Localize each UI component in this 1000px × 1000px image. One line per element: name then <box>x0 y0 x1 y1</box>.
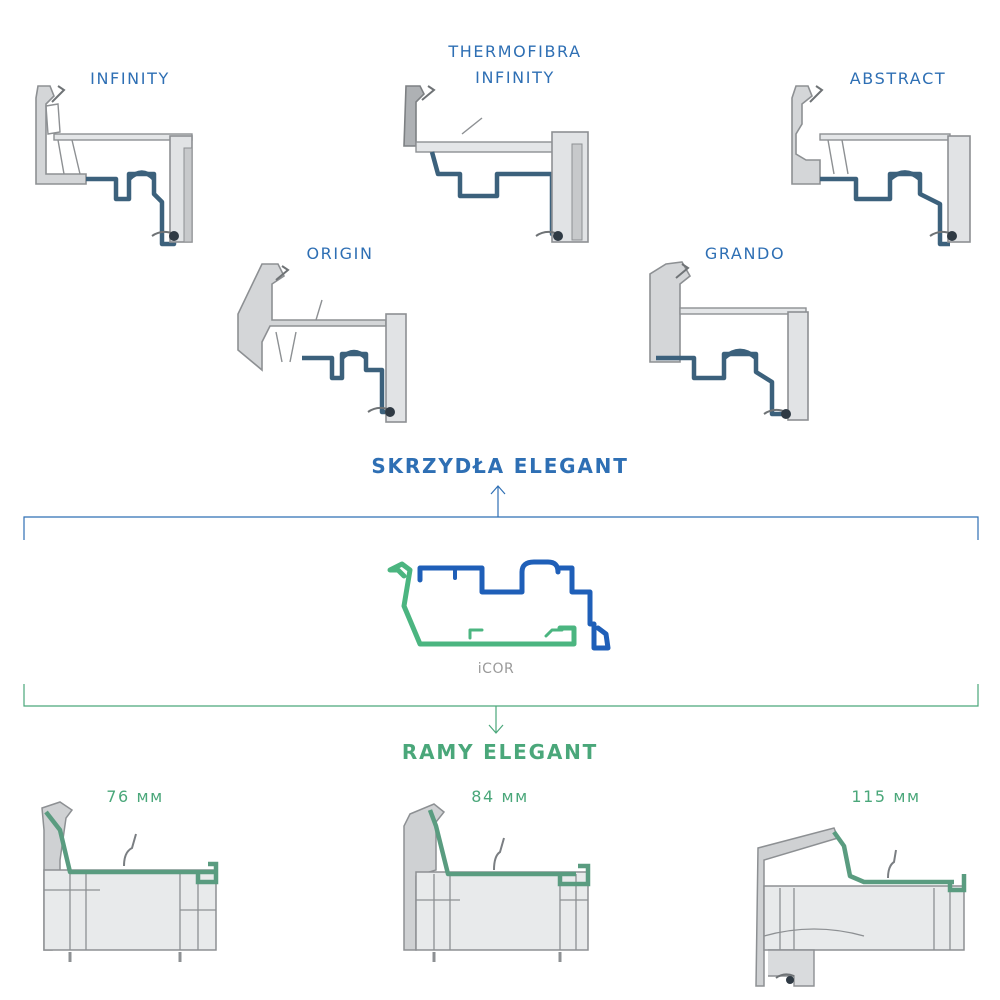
sash-title: SKRZYDŁA ELEGANT <box>371 454 629 478</box>
label-thermofibra: THERMOFIBRA <box>448 42 582 61</box>
label-infinity: INFINITY <box>90 69 170 88</box>
label-grando: GRANDO <box>704 244 786 263</box>
label-abstract: ABSTRACT <box>849 69 947 88</box>
profile-frame-84 <box>403 803 591 962</box>
profile-frame-76 <box>41 801 219 962</box>
core-label: iCOR <box>477 661 515 677</box>
profile-thermofibra-infinity <box>403 85 589 243</box>
icor-core-profile <box>387 559 611 651</box>
profile-frame-115 <box>755 827 967 987</box>
frame-bracket <box>23 684 979 734</box>
label-thermofibra-infinity: INFINITY <box>475 68 555 87</box>
profile-grando <box>649 261 809 421</box>
profile-origin <box>237 263 407 423</box>
label-frame-84: 84 мм <box>471 787 529 806</box>
label-origin: ORIGIN <box>306 244 374 263</box>
label-frame-115: 115 мм <box>851 787 921 806</box>
profile-abstract <box>791 85 971 247</box>
frame-title: RAMY ELEGANT <box>401 740 599 764</box>
sash-bracket <box>23 485 979 540</box>
profile-infinity <box>35 85 193 247</box>
label-frame-76: 76 мм <box>106 787 164 806</box>
